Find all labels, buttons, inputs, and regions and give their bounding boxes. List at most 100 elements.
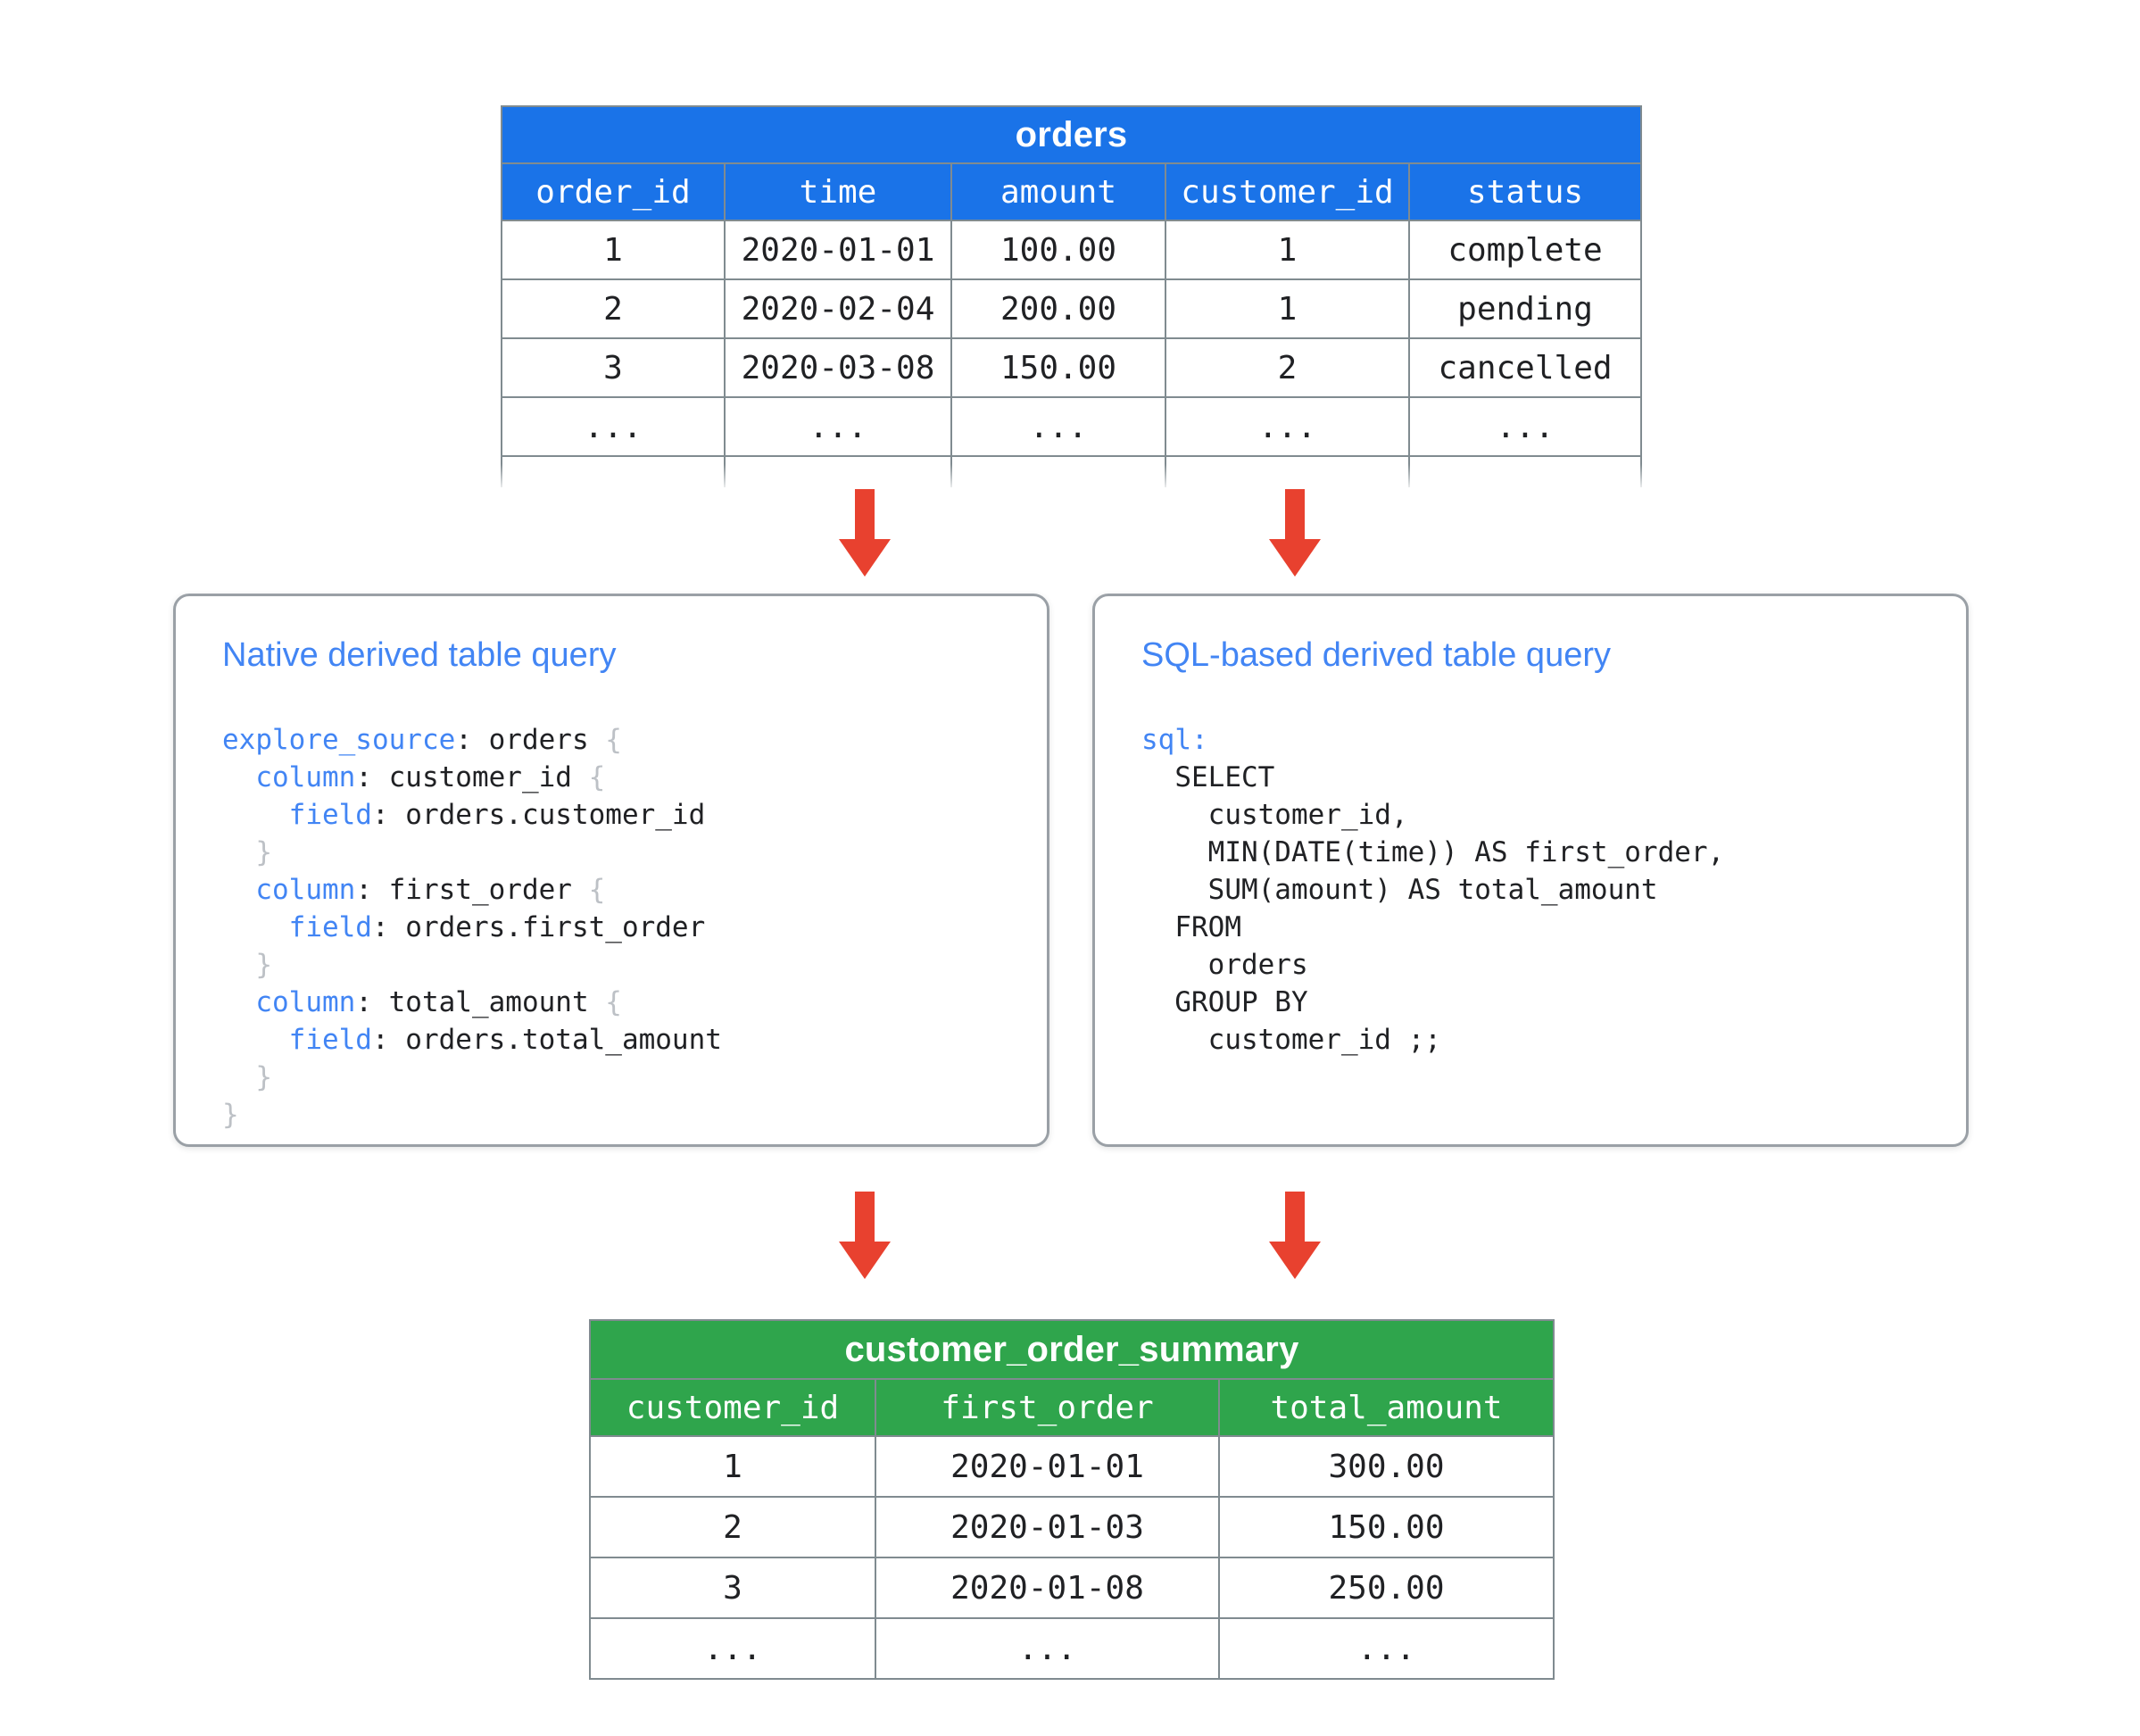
arrow-sql-to-summary-icon [1269,1192,1321,1279]
cell: ... [589,1617,876,1680]
code-token: { [605,986,622,1018]
code-token: { [605,724,622,756]
code-token: } [255,1061,272,1093]
cell: 2 [589,1496,876,1558]
code-line: column: customer_id { [222,759,1011,796]
code-line: customer_id, [1141,796,1930,834]
code-token [222,799,289,831]
code-token [222,874,255,906]
table-row: 1 2020-01-01 100.00 1 complete [501,220,1643,280]
cell: 250.00 [1218,1557,1555,1619]
code-token: } [255,949,272,981]
sql-code-block: sql: SELECT customer_id, MIN(DATE(time))… [1141,721,1930,1059]
table-row: 3 2020-01-08 250.00 [589,1557,1555,1619]
code-line: field: orders.total_amount [222,1021,1011,1059]
code-token: : total_amount [355,986,606,1018]
native-code-block: explore_source: orders { column: custome… [222,721,1011,1134]
cell: 150.00 [1218,1496,1555,1558]
cell: 1 [1165,278,1410,339]
code-token [222,949,255,981]
code-token: : [1191,724,1208,756]
code-token: SUM(amount) AS total_amount [1141,874,1658,906]
code-line: customer_id ;; [1141,1021,1930,1059]
code-token: orders [1141,949,1308,981]
code-token: column [255,874,356,906]
cell: pending [1407,278,1643,339]
code-token: sql [1141,724,1191,756]
code-token: GROUP BY [1141,986,1308,1018]
cell: cancelled [1407,337,1643,398]
code-line: SUM(amount) AS total_amount [1141,871,1930,909]
cell: 2020-02-04 [724,278,952,339]
cell: 2 [501,278,726,339]
cell: 2020-03-08 [724,337,952,398]
cell [1407,455,1643,487]
code-line: } [222,834,1011,871]
sql-card-title: SQL-based derived table query [1141,636,1611,674]
code-token: column [255,761,356,793]
code-token: } [222,1099,239,1131]
code-line: orders [1141,946,1930,984]
cell: ... [724,396,952,457]
cell: ... [1407,396,1643,457]
table-row: 3 2020-03-08 150.00 2 cancelled [501,337,1643,398]
arrow-head [839,539,891,577]
code-token: explore_source [222,724,456,756]
cell: ... [875,1617,1220,1680]
code-token: field [288,1024,372,1056]
arrow-shaft [1285,1192,1305,1243]
arrow-shaft [1285,489,1305,541]
summary-table-title-row: customer_order_summary [589,1319,1555,1380]
summary-table-title: customer_order_summary [589,1319,1555,1380]
code-line: MIN(DATE(time)) AS first_order, [1141,834,1930,871]
arrow-head [1269,539,1321,577]
arrow-shaft [855,1192,875,1243]
code-line: SELECT [1141,759,1930,796]
cell: ... [1218,1617,1555,1680]
table-row: 2 2020-01-03 150.00 [589,1496,1555,1558]
cell: 200.00 [950,278,1166,339]
table-row: 1 2020-01-01 300.00 [589,1435,1555,1498]
cell [1165,455,1410,487]
orders-column-header-status: status [1407,162,1643,221]
orders-table: orders order_id time amount customer_id … [500,105,1643,487]
code-line: } [222,946,1011,984]
summary-column-header-total-amount: total_amount [1218,1378,1555,1437]
code-token: : first_order [355,874,589,906]
code-token [222,911,289,943]
cell: 1 [589,1435,876,1498]
sql-derived-table-card: SQL-based derived table query sql: SELEC… [1092,594,1969,1147]
arrow-head [839,1242,891,1279]
code-line: } [222,1096,1011,1134]
code-token: : orders.customer_id [371,799,706,831]
cell: ... [1165,396,1410,457]
code-line: sql: [1141,721,1930,759]
table-row-ellipsis: ... ... ... ... ... [501,396,1643,457]
orders-table-title-row: orders [500,105,1643,164]
cell: complete [1407,220,1643,280]
orders-column-header-time: time [724,162,952,221]
cell: 2 [1165,337,1410,398]
code-token: SELECT [1141,761,1275,793]
summary-column-header-first-order: first_order [875,1378,1220,1437]
code-token: FROM [1141,911,1241,943]
code-token: column [255,986,356,1018]
orders-column-header-customer-id: customer_id [1165,162,1410,221]
code-line: field: orders.customer_id [222,796,1011,834]
cell: 2020-01-03 [875,1496,1220,1558]
cell [501,455,726,487]
cell: 150.00 [950,337,1166,398]
code-token [222,761,255,793]
code-token [222,986,255,1018]
cell: 3 [501,337,726,398]
code-token: field [288,911,372,943]
code-token: : customer_id [355,761,589,793]
code-line: } [222,1059,1011,1096]
code-token: MIN(DATE(time)) AS first_order, [1141,836,1725,868]
code-token: } [255,836,272,868]
code-line: field: orders.first_order [222,909,1011,946]
cell: 1 [1165,220,1410,280]
cell: 3 [589,1557,876,1619]
code-token: customer_id, [1141,799,1408,831]
cell: 100.00 [950,220,1166,280]
